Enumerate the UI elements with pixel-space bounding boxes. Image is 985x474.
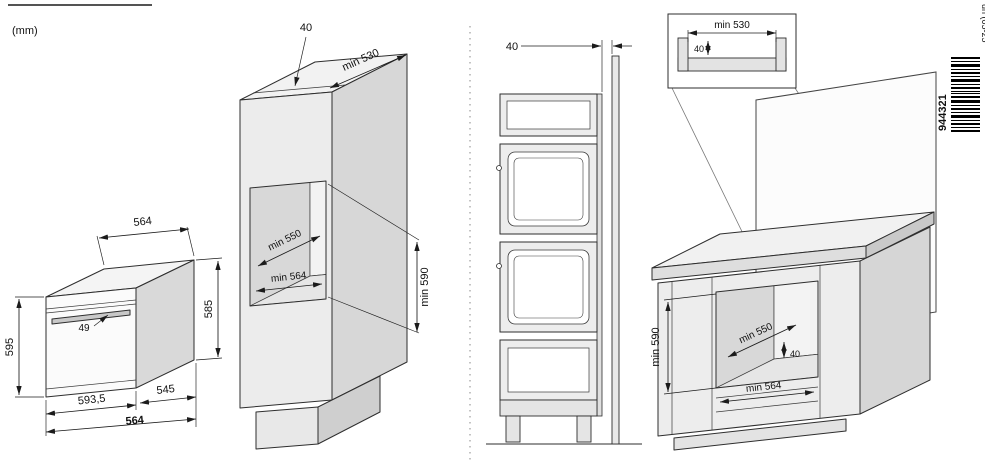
callout-top-panel	[677, 57, 787, 72]
oven-figure: 564 595 49 585 593,5 545 564	[4, 215, 223, 436]
niche-width-dim: min 564	[745, 380, 782, 395]
callout-right-wall	[775, 37, 787, 72]
side-view-figure: 40	[486, 40, 642, 445]
oven-height-right-dim: 585	[203, 300, 215, 318]
callout-depth-dim: min 530	[714, 20, 750, 31]
oven-total-width-dim-line	[45, 403, 137, 416]
wall-section	[611, 55, 620, 445]
extension-line	[327, 183, 420, 241]
oven-width-dim-line	[45, 417, 197, 434]
callout-gap-dim: 40	[694, 44, 704, 54]
top-compartment-inner	[506, 100, 591, 130]
control-panel-line	[45, 299, 137, 310]
oven-handle	[51, 309, 131, 325]
extension-line	[327, 296, 420, 334]
callout-left-wall	[677, 37, 689, 72]
niche-height-dim: min 590	[650, 327, 662, 366]
leg	[505, 415, 521, 443]
units-label: (mm)	[12, 25, 38, 37]
extension-line	[195, 357, 223, 361]
oven-height-left-dim: 595	[4, 338, 16, 356]
base-cabinet-figure: min 590 min 550 40 min 564	[650, 71, 937, 451]
control-panel-line	[45, 303, 137, 314]
niche-width-dim-line	[255, 282, 323, 293]
top-gap-dim: 40	[300, 22, 312, 34]
oven-module-1-glass	[513, 157, 584, 221]
niche-opening-outline	[249, 180, 327, 307]
top-inset-line	[252, 84, 346, 94]
rear-gap-dim: 40	[790, 349, 800, 359]
niche-width-dim: min 564	[270, 270, 307, 285]
niche-height-dim: min 590	[419, 267, 431, 306]
oven-width-dim: 564	[125, 414, 145, 428]
plinth-front	[255, 406, 319, 450]
handle-leader-line	[93, 314, 109, 327]
oven-depth-dim: 545	[156, 383, 176, 397]
extension-line	[663, 387, 717, 395]
callout-box	[667, 13, 797, 89]
niche-back-wall	[773, 281, 818, 360]
bottom-compartment-inner	[507, 347, 590, 393]
barcode	[951, 57, 980, 132]
hinge-knob	[496, 263, 502, 269]
niche-back-wall	[309, 181, 326, 277]
cabinet-side-panel	[859, 226, 931, 415]
leg	[576, 415, 592, 443]
top-gap-leader	[294, 36, 307, 87]
cabinet-right-face	[331, 53, 408, 401]
wall-gap-dim: 40	[506, 41, 518, 53]
extension-line	[96, 235, 105, 266]
oven-module-2-glass	[513, 255, 584, 319]
niche-opening-outline	[715, 280, 819, 389]
cabinet-back-panel	[596, 93, 603, 417]
extension-line	[195, 257, 223, 261]
callout-leader-line	[671, 87, 751, 249]
top-depth-dim-line	[329, 54, 407, 89]
niche-depth-dim-line	[257, 235, 321, 267]
oven-total-width-dim: 593,5	[77, 393, 106, 408]
edition-code: un (05-25	[980, 4, 985, 43]
base-panel	[499, 399, 598, 417]
niche-width-dim-line	[719, 390, 815, 404]
niche-depth-dim-line	[727, 324, 797, 358]
barcode-number: 944321	[937, 94, 949, 131]
plinth-front	[673, 418, 847, 451]
oven-depth-dim-line	[139, 395, 197, 405]
extension-line	[663, 293, 717, 301]
handle-depth-dim: 49	[78, 323, 90, 334]
tall-cabinet-figure: 40 min 530 min 550 min 564 min 590	[239, 22, 431, 450]
print-info: un (05-25 944321	[937, 4, 985, 132]
door-bottom-line	[45, 379, 137, 390]
extension-line	[186, 226, 195, 257]
header: (mm)	[8, 4, 152, 37]
countertop-side-edge	[865, 211, 935, 259]
plinth-side	[317, 375, 381, 445]
oven-top-width-dim: 564	[133, 215, 153, 229]
oven-top-width-dim-line	[98, 227, 190, 240]
hinge-knob	[496, 165, 502, 171]
detail-callout: min 530 40	[667, 13, 927, 291]
oven-module-2-door	[507, 249, 590, 325]
oven-module-1-door	[507, 151, 590, 227]
